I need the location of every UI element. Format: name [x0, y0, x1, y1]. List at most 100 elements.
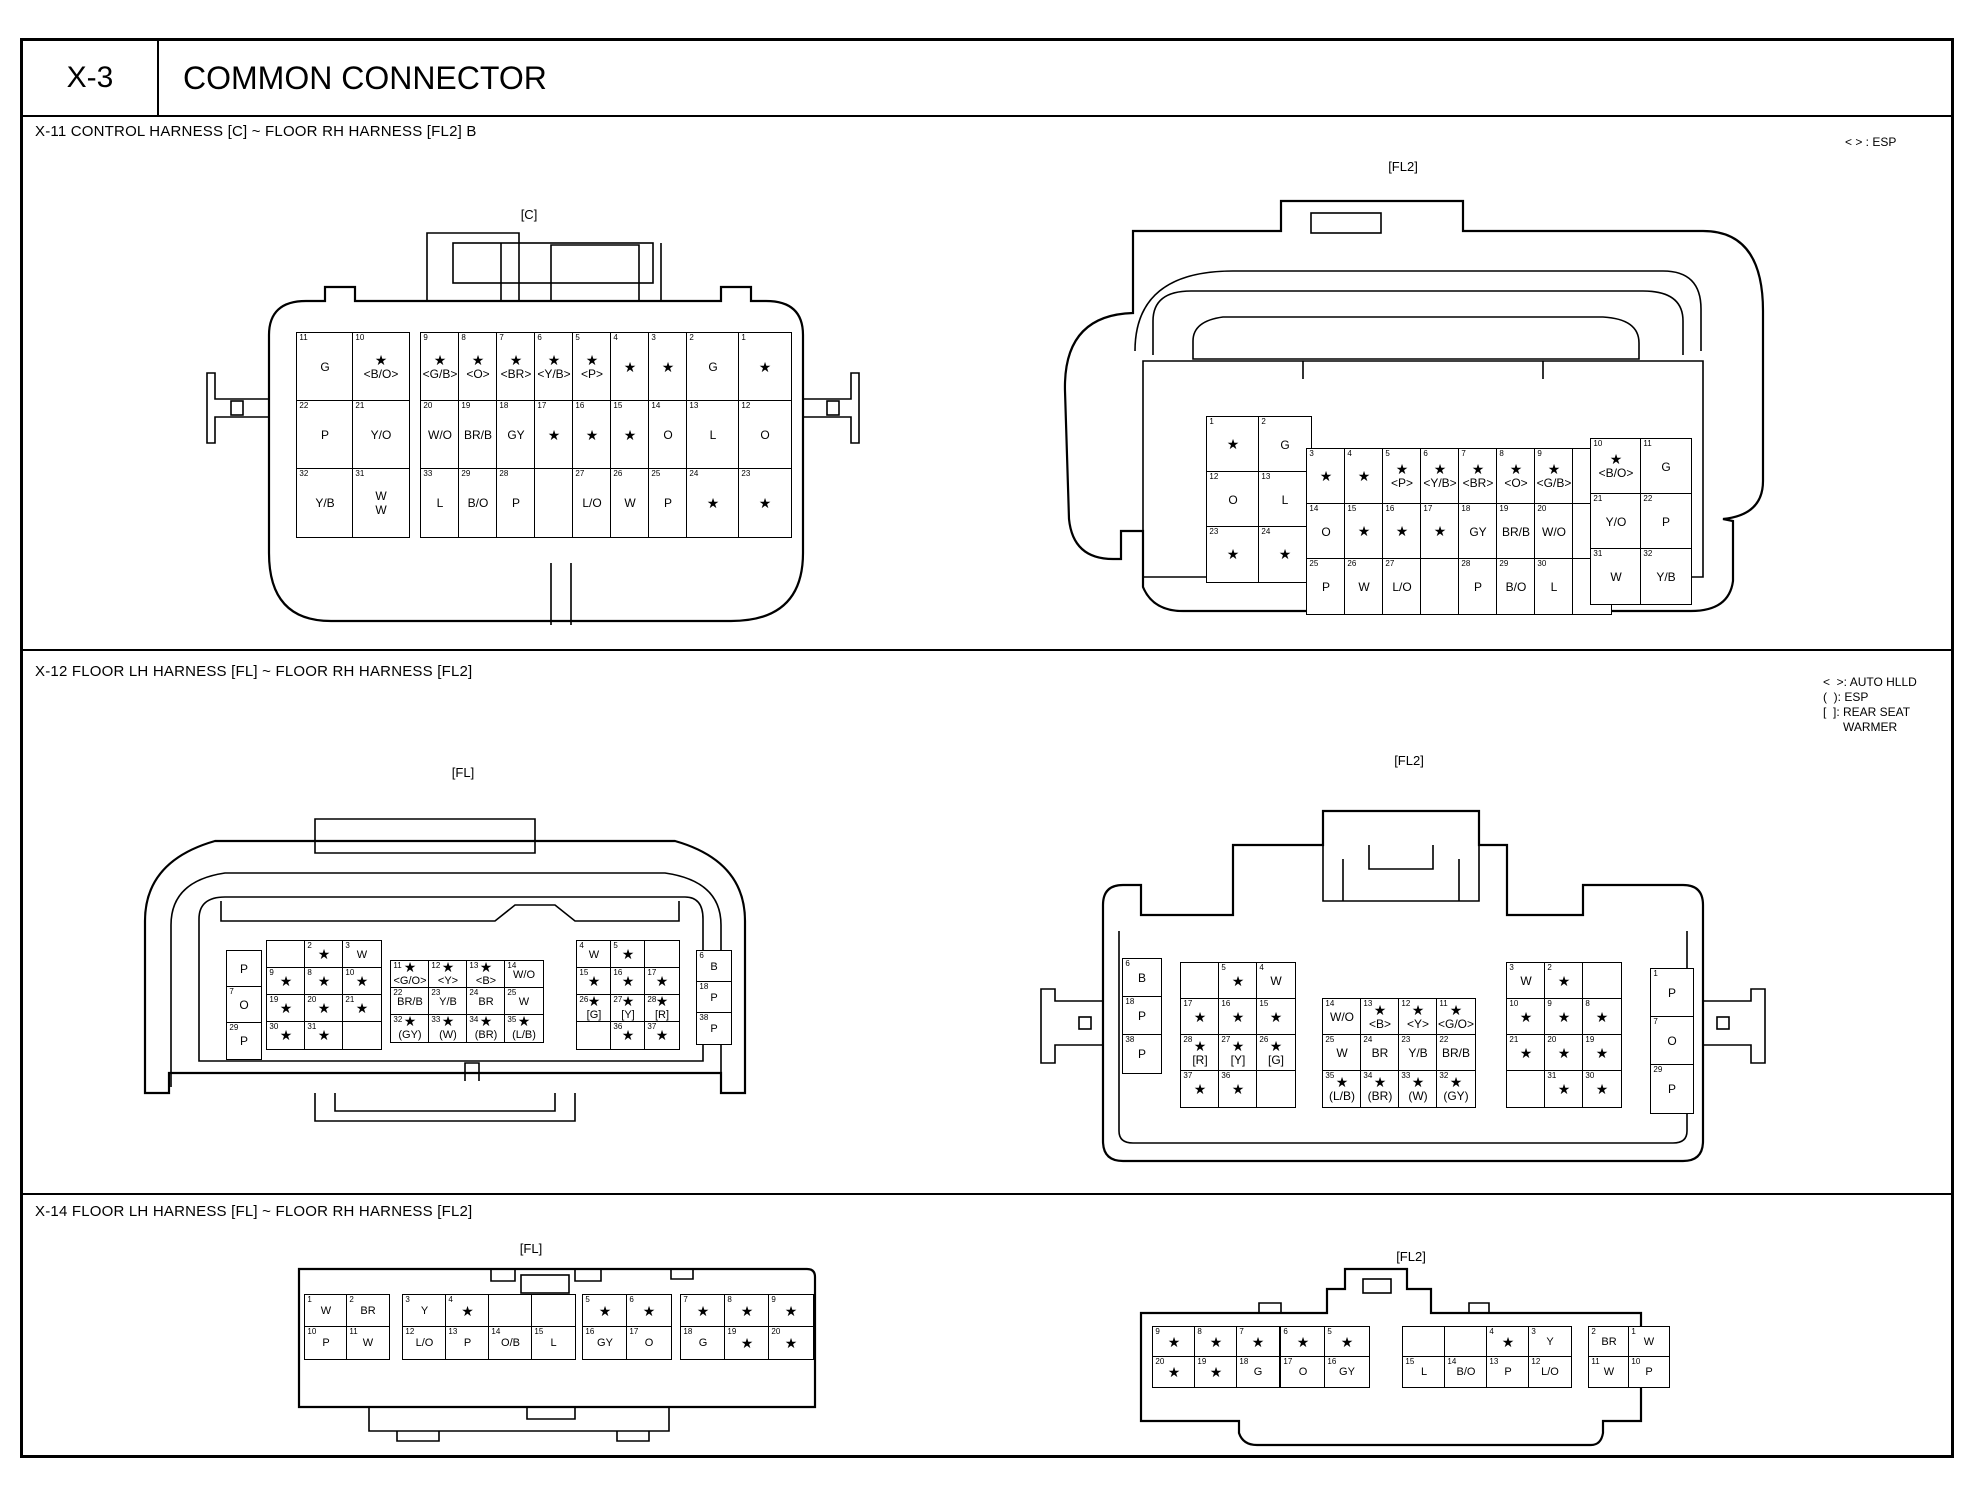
- pin-number: 31: [355, 469, 365, 479]
- pin-number: 3: [651, 333, 656, 343]
- pin-cell: 5★<P>: [572, 332, 612, 402]
- star-icon: ★: [784, 1334, 798, 1351]
- wire-color: (GY): [398, 1029, 422, 1041]
- pin-cell: 10★: [342, 967, 382, 996]
- pin-cell: 28★[R]: [644, 993, 680, 1023]
- pin-cell: 10★<B/O>: [352, 332, 410, 402]
- pin-number: 15: [1347, 504, 1357, 514]
- pin-number: 18: [1125, 997, 1135, 1007]
- wire-color: [Y]: [621, 1009, 635, 1021]
- wire-color: W/O: [1330, 1010, 1354, 1024]
- star-icon: ★: [547, 426, 561, 443]
- pin-number: 14: [491, 1327, 501, 1337]
- pin-cell: 32★(GY): [1436, 1070, 1476, 1108]
- pin-cell: 37★: [1180, 1070, 1220, 1108]
- wire-color: L: [436, 496, 444, 510]
- star-icon: ★: [1411, 1001, 1425, 1018]
- pin-number: 18: [1461, 504, 1471, 514]
- pin-cell: 6★<Y/B>: [1420, 448, 1460, 505]
- pin-cell: 19★: [266, 994, 306, 1023]
- pin-number: 12: [1531, 1357, 1541, 1367]
- pin-cell: 9★<G/B>: [420, 332, 460, 402]
- wire-color: P: [1667, 1082, 1676, 1096]
- pin-cell: 34★(BR): [1360, 1070, 1400, 1108]
- pin-number: 28: [647, 995, 657, 1005]
- pin-number: 18: [1239, 1357, 1249, 1367]
- star-icon: ★: [433, 351, 447, 368]
- star-icon: ★: [784, 1302, 798, 1319]
- star-icon: ★: [479, 959, 493, 975]
- star-icon: ★: [1231, 972, 1245, 989]
- star-icon: ★: [509, 351, 523, 368]
- pin-cell: 7★<BR>: [1458, 448, 1498, 505]
- wire-color: G: [1661, 459, 1671, 474]
- wire-color: W: [1358, 579, 1370, 594]
- wire-color: L: [550, 1337, 557, 1349]
- pin-number: 33: [423, 469, 433, 479]
- pin-cell: [531, 1294, 576, 1328]
- wire-color: W: [1643, 1336, 1655, 1348]
- legend-x12: < >: AUTO HLLD ( ): ESP [ ]: REAR SEAT W…: [1823, 675, 1917, 734]
- pin-cell: 16★: [572, 400, 612, 470]
- wire-color: BR/B: [397, 995, 423, 1008]
- pin-number: 16: [613, 968, 623, 978]
- pin-cell: 27★[Y]: [610, 994, 646, 1023]
- pin-cell: 16★: [610, 967, 646, 996]
- pin-cell: 17★: [534, 400, 574, 470]
- wire-color: P: [322, 1337, 330, 1349]
- pin-cell: 15★: [576, 967, 612, 996]
- star-icon: ★: [661, 358, 675, 375]
- pin-number: 8: [1197, 1327, 1202, 1337]
- pin-number: 2: [1591, 1327, 1596, 1337]
- pin-number: 3: [1509, 963, 1514, 973]
- pin-number: 4: [613, 333, 618, 343]
- pin-cell: [1180, 962, 1220, 1000]
- wire-color: P: [1504, 1366, 1512, 1378]
- wire-color: W/O: [428, 428, 452, 442]
- pin-cell: 24 ★: [1258, 526, 1312, 583]
- pin-cell: 13★<B>: [466, 959, 506, 989]
- pin-number: 5: [1385, 449, 1390, 459]
- wire-color: BR: [360, 1305, 376, 1317]
- pin-number: 8: [1585, 999, 1590, 1009]
- pin-cell: 9★<G/B>: [1534, 448, 1574, 505]
- pin-cell: 8★<O>: [1496, 448, 1536, 505]
- pin-number: 32: [393, 1015, 403, 1025]
- wire-color: (L/B): [1328, 1088, 1355, 1103]
- star-icon: ★: [1433, 523, 1447, 539]
- pin-number: 8: [307, 968, 312, 978]
- pin-number: 24: [1261, 527, 1271, 537]
- wire-color: <B>: [475, 975, 497, 987]
- wire-color: G: [708, 360, 718, 374]
- pin-number: 20: [423, 401, 433, 411]
- star-icon: ★: [655, 993, 669, 1009]
- wire-color: Y/O: [1605, 514, 1627, 529]
- wire-color: L/O: [1541, 1366, 1559, 1378]
- wire-color: O: [1298, 1366, 1308, 1378]
- pin-number: 28: [1461, 559, 1471, 569]
- pin-cell: 20★: [1152, 1356, 1196, 1388]
- star-icon: ★: [1226, 546, 1240, 562]
- wire-color: <G/B>: [1536, 476, 1572, 490]
- star-icon: ★: [1193, 1080, 1207, 1097]
- star-icon: ★: [1278, 546, 1292, 562]
- pin-number: 36: [1221, 1071, 1231, 1081]
- wire-color: <G/O>: [393, 975, 427, 987]
- pin-number: 9: [1547, 999, 1552, 1009]
- pin-cell: 36★: [610, 1021, 646, 1050]
